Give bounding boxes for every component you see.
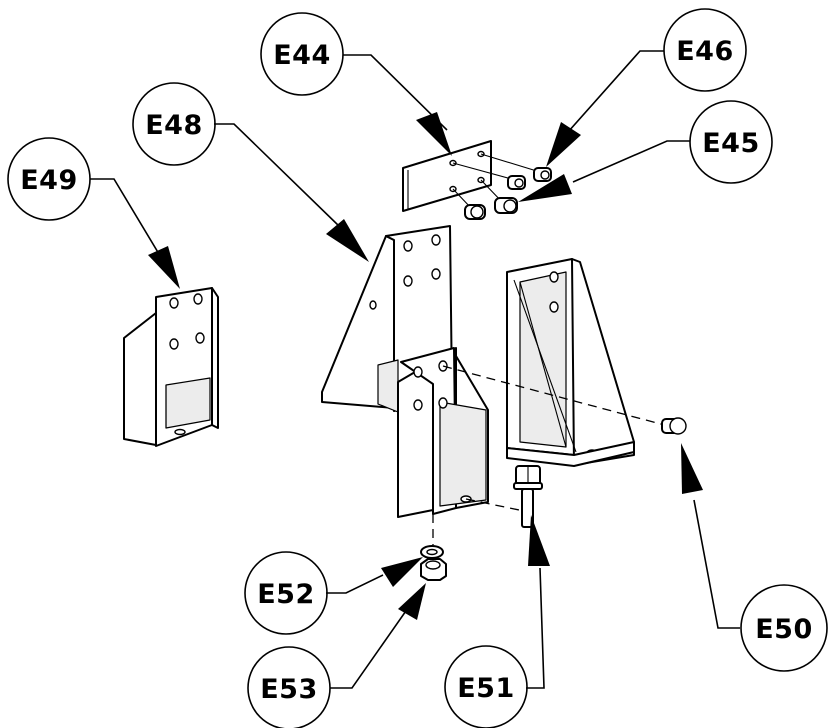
leader-e44 [343, 54, 452, 156]
callout-e52: E52 [244, 551, 328, 635]
callout-e49-label: E49 [20, 165, 78, 196]
part-e50-bolt [661, 417, 687, 435]
callout-e45-label: E45 [702, 128, 760, 159]
callout-e45: E45 [689, 100, 773, 184]
part-right-bracket [506, 258, 635, 467]
part-e53-nut [420, 558, 447, 581]
callout-e53: E53 [247, 646, 331, 728]
leader-e51 [526, 515, 550, 689]
part-e45-bolts [464, 197, 518, 220]
leader-e48 [214, 123, 369, 262]
callout-e48-label: E48 [145, 110, 203, 141]
leader-e46 [546, 50, 664, 167]
leader-e50 [681, 443, 740, 629]
part-e51-bolt [513, 465, 543, 528]
leader-e45 [518, 140, 690, 202]
callout-e46: E46 [663, 8, 747, 92]
callout-e44: E44 [260, 12, 344, 96]
callout-e46-label: E46 [676, 36, 734, 67]
callout-e51: E51 [444, 645, 528, 728]
callout-e50: E50 [740, 584, 828, 672]
callout-e44-label: E44 [273, 40, 331, 71]
leader-e52 [326, 557, 423, 594]
callout-e49: E49 [7, 137, 91, 221]
part-e44-plate [402, 140, 541, 212]
part-center-bracket [397, 347, 673, 545]
part-e52-washer [420, 545, 444, 559]
leader-e49 [90, 178, 180, 289]
leader-e53 [330, 583, 426, 689]
part-e46-nuts [507, 167, 552, 190]
callout-e52-label: E52 [257, 579, 315, 610]
callout-e53-label: E53 [260, 674, 318, 705]
callout-e51-label: E51 [457, 673, 515, 704]
callout-e50-label: E50 [755, 614, 813, 645]
part-e49-bracket [123, 287, 219, 447]
callout-e48: E48 [132, 82, 216, 166]
